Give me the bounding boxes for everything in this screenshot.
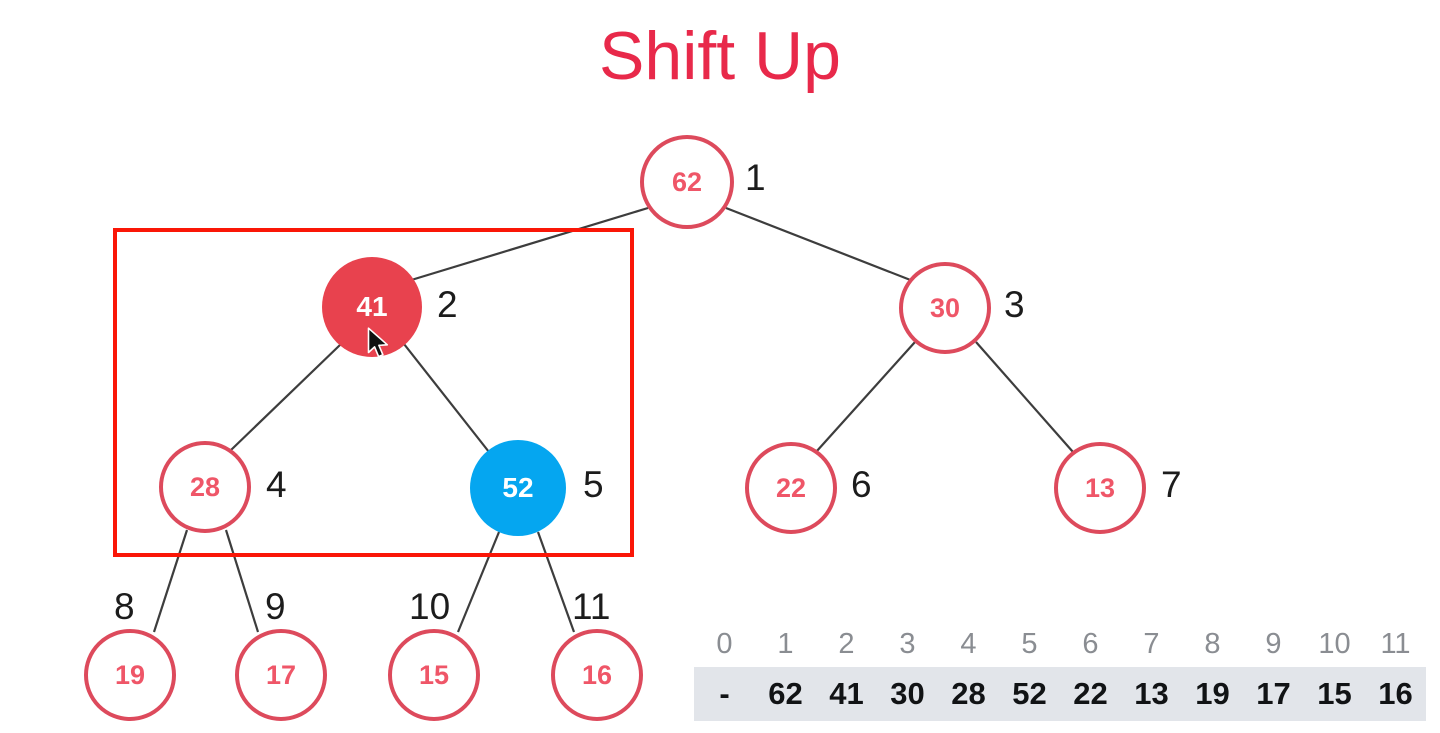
array-index-row: 0 1 2 3 4 5 6 7 8 9 10 11 [694, 628, 1426, 667]
array-value-cell[interactable]: 52 [1012, 676, 1047, 711]
array-index-cell: 6 [1082, 628, 1099, 660]
tree-node-value: 17 [265, 659, 297, 690]
array-index-cell: 9 [1265, 628, 1282, 660]
array-value-cell[interactable]: - [719, 676, 730, 711]
tree-node-value: 41 [356, 291, 388, 322]
tree-node-value: 16 [581, 659, 613, 690]
tree-node-index-7: 7 [1161, 464, 1182, 505]
tree-node-16[interactable]: 16 [551, 629, 643, 721]
tree-node-41[interactable]: 41 [322, 257, 422, 357]
array-index-cell: 1 [777, 628, 794, 660]
array-index-cell: 5 [1021, 628, 1038, 660]
tree-edge-n5-n10 [456, 531, 501, 633]
tree-node-19[interactable]: 19 [84, 629, 176, 721]
tree-node-index-10: 10 [409, 586, 451, 627]
array-value-cell[interactable]: 62 [768, 676, 803, 711]
tree-node-15[interactable]: 15 [388, 629, 480, 721]
tree-edge-n1-n3 [725, 206, 914, 283]
array-value-cell[interactable]: 17 [1256, 676, 1291, 711]
tree-node-index-5: 5 [583, 464, 604, 505]
tree-edge-n5-n11 [536, 531, 576, 633]
array-index-cell: 0 [716, 628, 733, 660]
tree-node-value: 13 [1084, 472, 1116, 503]
array-index-cell: 7 [1143, 628, 1160, 660]
tree-node-index-2: 2 [437, 284, 458, 325]
tree-node-index-1: 1 [745, 157, 766, 198]
array-value-row: - 62 41 30 28 52 22 13 19 17 15 16 [694, 667, 1426, 721]
tree-node-index-3: 3 [1004, 284, 1025, 325]
tree-node-62[interactable]: 62 [640, 135, 734, 229]
tree-node-17[interactable]: 17 [235, 629, 327, 721]
tree-edge-n2-n5 [403, 343, 490, 453]
tree-edge-n1-n2 [407, 206, 649, 283]
tree-edge-n4-n9 [224, 529, 260, 633]
tree-edge-n2-n4 [230, 343, 342, 451]
tree-node-value: 19 [114, 659, 146, 690]
tree-node-30[interactable]: 30 [899, 262, 991, 354]
tree-node-value: 22 [775, 472, 807, 503]
tree-node-value: 15 [418, 659, 450, 690]
tree-edge-n3-n7 [975, 341, 1074, 453]
array-value-cell[interactable]: 13 [1134, 676, 1169, 711]
array-index-cell: 8 [1204, 628, 1221, 660]
heap-array-table: 0 1 2 3 4 5 6 7 8 9 10 11 - 62 41 30 28 52 22 13 19 17 15 16 [694, 628, 1426, 721]
tree-node-index-9: 9 [265, 586, 286, 627]
tree-node-value: 28 [189, 471, 221, 502]
array-value-cell[interactable]: 28 [951, 676, 986, 711]
array-index-cell: 4 [960, 628, 977, 660]
array-value-cell[interactable]: 30 [890, 676, 925, 711]
tree-node-52[interactable]: 52 [470, 440, 566, 536]
tree-node-index-4: 4 [266, 464, 287, 505]
array-index-cell: 3 [899, 628, 916, 660]
tree-edge-n4-n8 [152, 529, 189, 633]
array-index-cell: 2 [838, 628, 855, 660]
tree-node-28[interactable]: 28 [159, 441, 251, 533]
tree-node-13[interactable]: 13 [1054, 442, 1146, 534]
tree-node-index-6: 6 [851, 464, 872, 505]
array-index-cell: 10 [1318, 628, 1351, 660]
tree-edge-n3-n6 [815, 341, 916, 453]
array-value-cell[interactable]: 19 [1195, 676, 1230, 711]
tree-node-22[interactable]: 22 [745, 442, 837, 534]
tree-node-value: 52 [502, 472, 534, 503]
array-value-cell[interactable]: 15 [1317, 676, 1352, 711]
tree-node-index-8: 8 [114, 586, 135, 627]
array-value-cell[interactable]: 16 [1378, 676, 1413, 711]
page-title: Shift Up [599, 18, 841, 94]
array-value-cell[interactable]: 22 [1073, 676, 1108, 711]
array-index-cell: 11 [1380, 628, 1411, 660]
tree-node-value: 30 [929, 292, 961, 323]
tree-node-value: 62 [671, 166, 703, 197]
array-value-cell[interactable]: 41 [829, 676, 864, 711]
tree-node-index-11: 11 [572, 586, 611, 627]
